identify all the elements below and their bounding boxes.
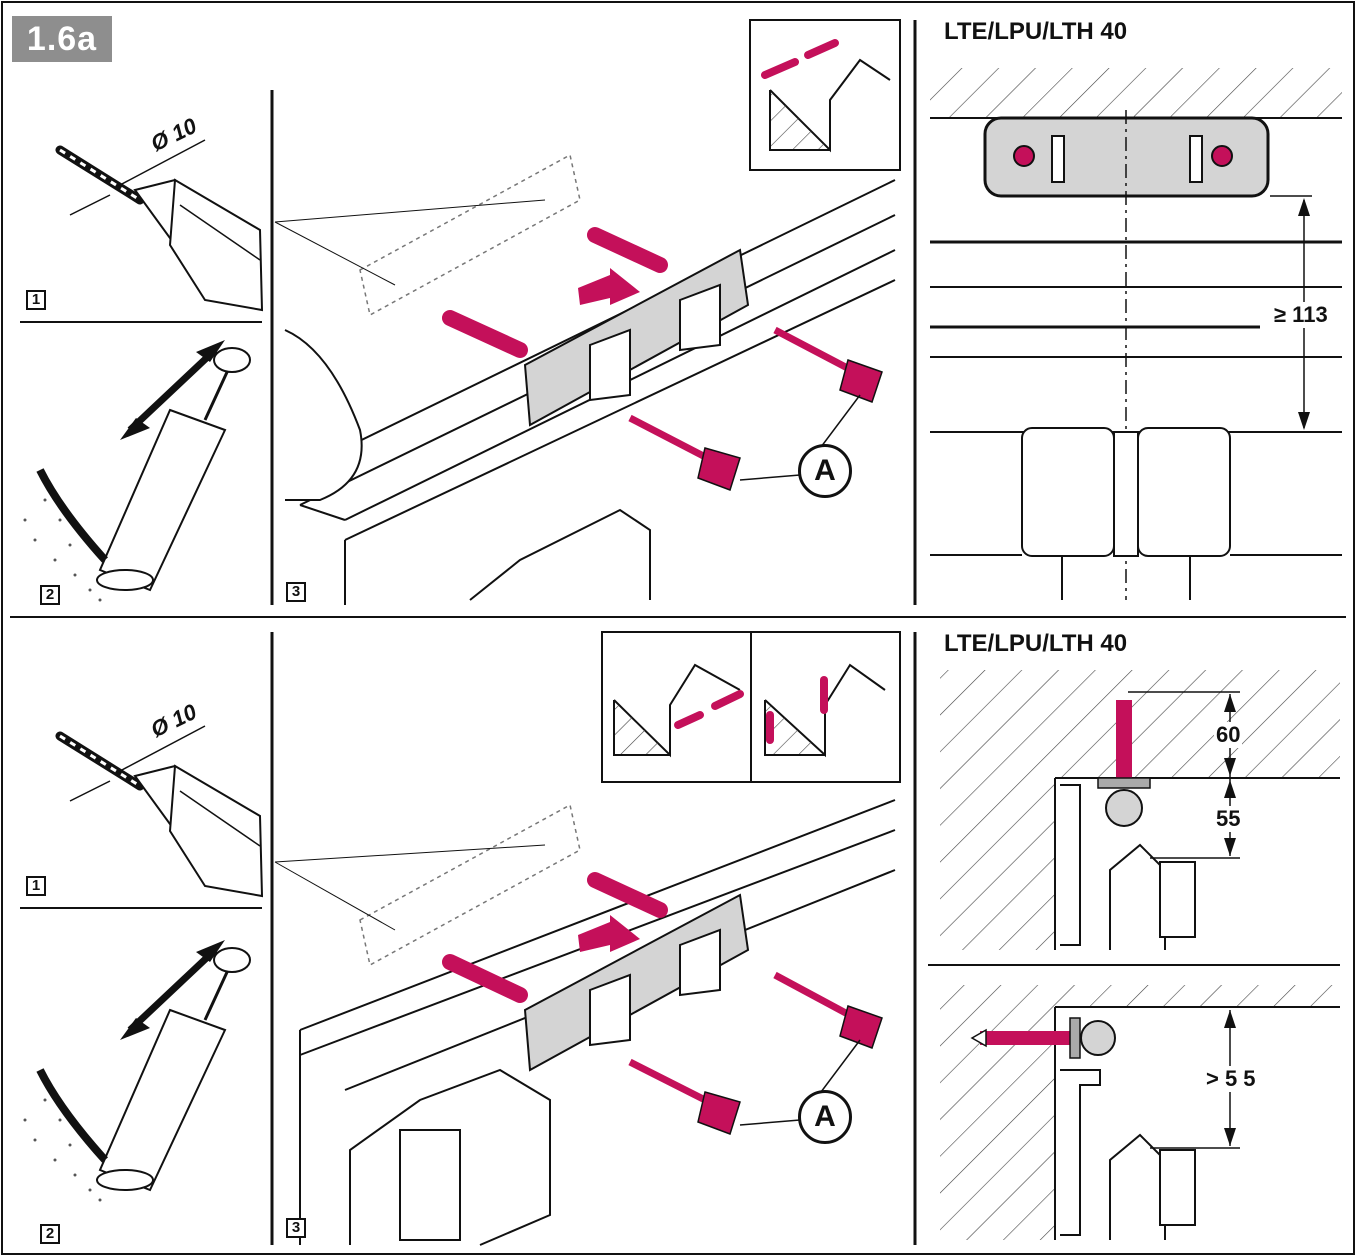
ceiling-clearance-detail-top — [930, 68, 1342, 600]
dimension-embed-depth: 60 — [1214, 722, 1243, 748]
ceiling-depth-detail — [928, 670, 1340, 966]
wall-mount-detail — [940, 985, 1340, 1240]
bracket-mounting-iso-top — [274, 153, 896, 605]
step-number: 2 — [40, 585, 60, 605]
step-badge: 1.6a — [12, 16, 112, 62]
drill-illustration — [55, 725, 264, 898]
blow-out-pump-illustration — [23, 340, 251, 602]
step-number: 3 — [286, 1218, 306, 1238]
dimension-min-clearance: ≥ 113 — [1270, 302, 1350, 328]
step-number: 3 — [286, 582, 306, 602]
bracket-mounting-iso-bottom — [274, 799, 896, 1246]
dimension-offset: 55 — [1214, 806, 1243, 832]
step-number: 2 — [40, 1224, 60, 1244]
section-title-bottom: LTE/LPU/LTH 40 — [944, 630, 1128, 657]
blow-out-pump-illustration — [23, 940, 251, 1202]
callout-a: A — [798, 1090, 852, 1144]
section-title-top: LTE/LPU/LTH 40 — [944, 18, 1128, 45]
inset-mount-options-drawing — [613, 663, 886, 758]
dimension-min-offset: > 5 5 — [1204, 1066, 1258, 1092]
inset-ceiling-mount-top-drawing — [761, 39, 891, 153]
step-number: 1 — [26, 876, 46, 896]
callout-a: A — [798, 444, 852, 498]
step-number: 1 — [26, 290, 46, 310]
drill-illustration — [55, 139, 264, 312]
